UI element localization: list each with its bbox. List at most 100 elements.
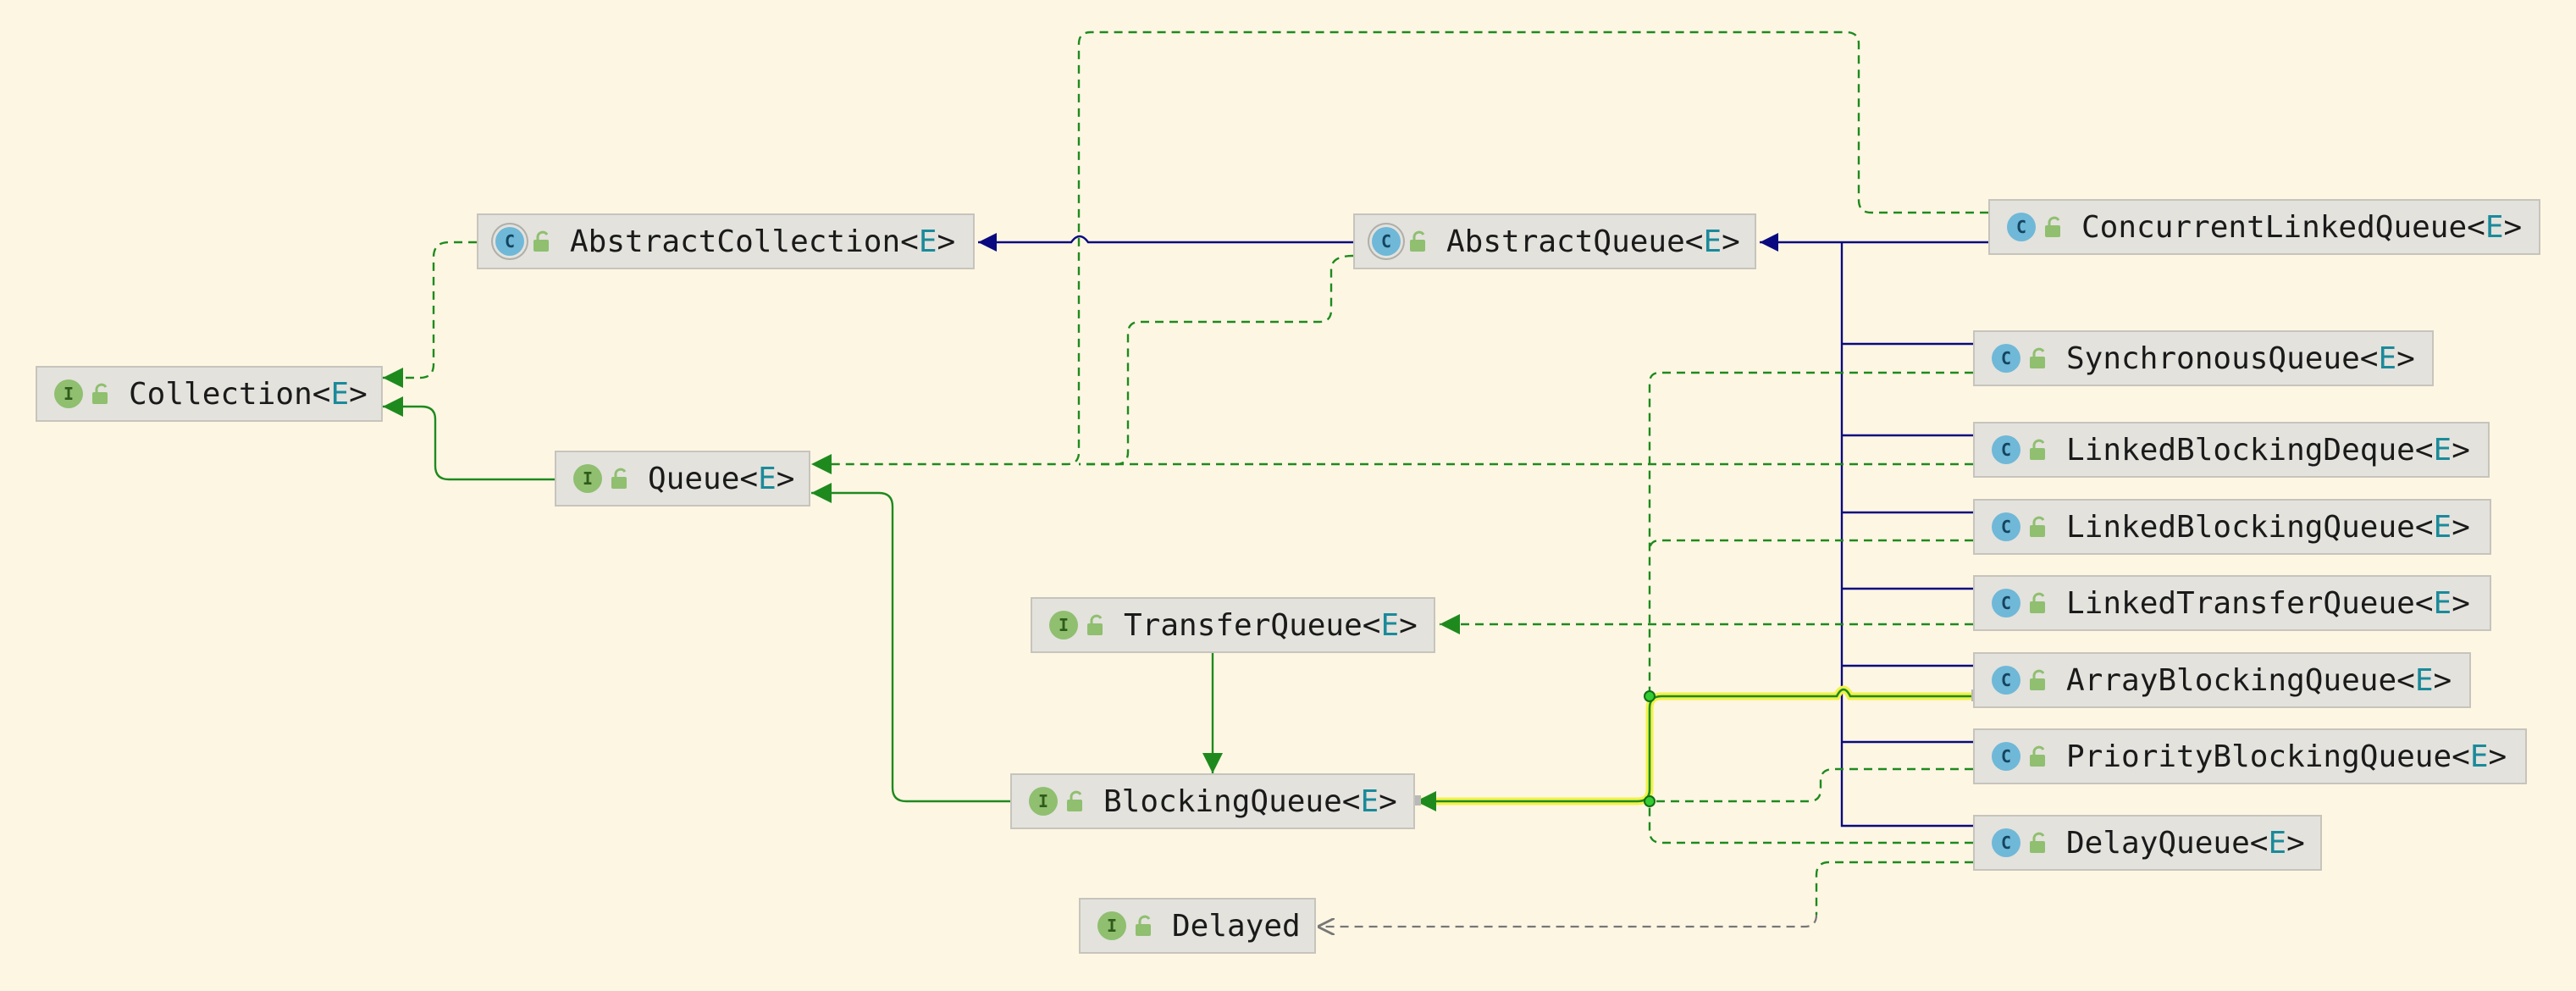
class-name: Queue [648, 461, 740, 496]
edge-abstractqueue-abstractcollection [978, 233, 1353, 252]
class-name: LinkedTransferQueue [2066, 585, 2415, 621]
type-parameter: E [1360, 783, 1379, 819]
public-lock-icon [533, 230, 549, 252]
type-parameter: E [2433, 509, 2452, 545]
implements-edges [383, 30, 1988, 915]
class-name: ConcurrentLinkedQueue [2081, 209, 2468, 245]
public-lock-icon [1136, 915, 1151, 936]
class-name: PriorityBlockingQueue [2066, 739, 2452, 774]
node-label: TransferQueue<E> [1124, 607, 1418, 643]
public-lock-icon [2030, 592, 2045, 613]
type-parameter: E [1703, 224, 1722, 259]
node-label: Collection<E> [129, 376, 368, 412]
public-lock-icon [1067, 790, 1082, 811]
class-name: BlockingQueue [1103, 783, 1342, 819]
public-lock-icon [2030, 439, 2045, 460]
edge-queue-collection [383, 396, 555, 481]
type-parameter: E [2378, 340, 2397, 376]
public-lock-icon [611, 468, 627, 489]
class-name: ArrayBlockingQueue [2066, 662, 2397, 698]
interface-icon: I [1097, 911, 1126, 940]
class-name: Delayed [1172, 908, 1301, 944]
type-parameter: E [1380, 607, 1400, 643]
edge-concurrentlinkedqueue-queue [811, 30, 1988, 474]
edge-synchronousqueue-blockingqueue [1648, 371, 1973, 801]
node-label: AbstractQueue<E> [1446, 224, 1740, 259]
node-concurrent-linked-queue[interactable]: C ConcurrentLinkedQueue<E> [1988, 199, 2540, 255]
node-blocking-queue[interactable]: I BlockingQueue<E> [1010, 773, 1415, 829]
public-lock-icon [1087, 614, 1103, 635]
edge-trunk [1840, 242, 1973, 828]
node-label: BlockingQueue<E> [1103, 783, 1397, 819]
public-lock-icon [2045, 216, 2060, 237]
class-name: TransferQueue [1124, 607, 1363, 643]
class-name: DelayQueue [2066, 825, 2250, 861]
public-lock-icon [1410, 230, 1425, 252]
edge-junctions [1644, 690, 1656, 807]
node-label: DelayQueue<E> [2066, 825, 2305, 861]
type-parameter: E [2268, 825, 2287, 861]
node-transfer-queue[interactable]: I TransferQueue<E> [1031, 597, 1435, 653]
interface-icon: I [1049, 611, 1078, 639]
class-name: SynchronousQueue [2066, 340, 2360, 376]
node-synchronous-queue[interactable]: C SynchronousQueue<E> [1973, 330, 2434, 386]
node-label: ConcurrentLinkedQueue<E> [2081, 209, 2523, 245]
node-delay-queue[interactable]: C DelayQueue<E> [1973, 815, 2322, 871]
type-parameter: E [330, 376, 350, 412]
class-name: LinkedBlockingQueue [2066, 509, 2415, 545]
node-label: LinkedBlockingQueue<E> [2066, 509, 2470, 545]
edge-priorityblockingqueue-blockingqueue [1650, 767, 1973, 803]
node-label: PriorityBlockingQueue<E> [2066, 739, 2507, 774]
node-priority-blocking-queue[interactable]: C PriorityBlockingQueue<E> [1973, 728, 2527, 784]
edge-linkedblockingqueue-blockingqueue [1648, 539, 1973, 551]
class-icon: C [1992, 435, 2020, 464]
class-name: AbstractCollection [570, 224, 901, 259]
abstract-class-icon: C [495, 227, 524, 256]
class-icon: C [1992, 512, 2020, 541]
class-name: Collection [129, 376, 312, 412]
edge-delayqueue-blockingqueue [1648, 801, 1973, 844]
edge-delayqueue-delayed [1318, 914, 1818, 927]
node-collection[interactable]: I Collection<E> [36, 366, 383, 422]
node-delayed[interactable]: I Delayed [1079, 898, 1316, 954]
public-lock-icon [2030, 832, 2045, 853]
extends-edges [978, 233, 1988, 828]
node-label: LinkedBlockingDeque<E> [2066, 432, 2470, 468]
edge-blockingqueue-queue [811, 483, 1010, 803]
public-lock-icon [92, 383, 108, 404]
type-parameter: E [2469, 739, 2489, 774]
edge-abstractqueue-queue [1079, 254, 1354, 466]
type-parameter: E [2433, 432, 2452, 468]
node-linked-blocking-queue[interactable]: C LinkedBlockingQueue<E> [1973, 499, 2491, 555]
public-lock-icon [2030, 669, 2045, 690]
interface-icon: I [573, 464, 602, 493]
class-icon: C [1992, 344, 2020, 373]
class-icon: C [1992, 828, 2020, 857]
type-parameter: E [918, 224, 937, 259]
node-label: LinkedTransferQueue<E> [2066, 585, 2470, 621]
type-parameter: E [2485, 209, 2504, 245]
class-name: LinkedBlockingDeque [2066, 432, 2415, 468]
type-parameter: E [2433, 585, 2452, 621]
class-icon: C [1992, 589, 2020, 617]
type-parameter: E [758, 461, 777, 496]
edge-abstractcollection-collection [383, 241, 477, 388]
node-queue[interactable]: I Queue<E> [555, 451, 810, 507]
node-label: ArrayBlockingQueue<E> [2066, 662, 2452, 698]
class-name: AbstractQueue [1446, 224, 1685, 259]
edge-delayqueue-delayed-branch [1815, 861, 1973, 915]
class-icon: C [1992, 742, 2020, 771]
node-linked-blocking-deque[interactable]: C LinkedBlockingDeque<E> [1973, 422, 2490, 478]
node-label: SynchronousQueue<E> [2066, 340, 2415, 376]
node-linked-transfer-queue[interactable]: C LinkedTransferQueue<E> [1973, 575, 2491, 631]
abstract-class-icon: C [1372, 227, 1401, 256]
interface-icon: I [1029, 787, 1058, 816]
interface-icon: I [54, 379, 83, 408]
node-label: Queue<E> [648, 461, 795, 496]
node-abstract-queue[interactable]: C AbstractQueue<E> [1353, 213, 1756, 269]
class-icon: C [2007, 213, 2036, 241]
